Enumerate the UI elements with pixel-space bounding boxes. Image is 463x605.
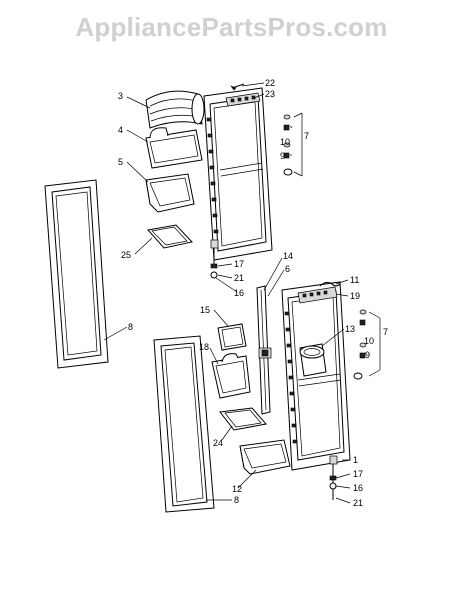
leader-lines	[103, 82, 381, 504]
watermark-text: AppliancePartsPros.com	[75, 12, 388, 42]
callout-23: 23	[265, 89, 275, 99]
callout-numbers: 3 4 5 25 8 22 23 7 10 9 17 21 16 14 6 11…	[118, 78, 388, 508]
shelf-part-25	[147, 224, 193, 249]
door-bin-part-4	[145, 127, 203, 169]
callout-25: 25	[121, 250, 131, 260]
callout-19: 19	[350, 291, 360, 301]
upper-hinge-hardware	[210, 239, 219, 279]
callout-16-bottom: 16	[353, 483, 363, 493]
callout-18: 18	[199, 342, 209, 352]
callout-17-bottom: 17	[353, 469, 363, 479]
lower-door-liner	[281, 281, 351, 471]
upper-door-screws	[283, 114, 293, 176]
callout-12: 12	[232, 484, 242, 494]
callout-24: 24	[213, 438, 223, 448]
callout-21-top: 21	[234, 273, 244, 283]
callout-22: 22	[265, 78, 275, 88]
left-door-gasket	[44, 179, 109, 369]
door-bin-part-12	[239, 439, 291, 475]
callout-17-top: 17	[234, 259, 244, 269]
bin-cover-part-3	[145, 90, 205, 129]
lower-hinge-hardware	[329, 455, 338, 500]
right-door-gasket	[153, 335, 215, 513]
callout-8-top: 8	[128, 322, 133, 332]
door-bin-part-5	[145, 173, 195, 213]
callout-7-bottom: 7	[383, 327, 388, 337]
callout-11: 11	[350, 275, 359, 285]
callout-10-bottom: 10	[364, 336, 374, 346]
callout-6: 6	[285, 264, 290, 274]
callout-15: 15	[200, 305, 210, 315]
callout-9-top: 9	[280, 151, 285, 161]
door-bin-part-18	[211, 353, 251, 399]
callout-21-bottom: 21	[353, 498, 363, 508]
callout-7-top: 7	[304, 131, 309, 141]
upper-door-liner	[203, 83, 273, 261]
callout-8-bottom: 8	[234, 495, 239, 505]
callout-14: 14	[283, 251, 293, 261]
callout-3: 3	[118, 91, 123, 101]
callout-5: 5	[118, 157, 123, 167]
hinge-strip-part-14	[256, 285, 272, 415]
door-bin-part-15	[217, 323, 247, 351]
callout-13: 13	[345, 324, 355, 334]
callout-10-top: 10	[280, 137, 290, 147]
callout-1: 1	[353, 455, 358, 465]
shelf-part-24	[219, 407, 267, 431]
lower-door-screws	[353, 309, 367, 380]
callout-4: 4	[118, 125, 123, 135]
callout-16-top: 16	[234, 288, 244, 298]
callout-9-bottom: 9	[365, 350, 370, 360]
